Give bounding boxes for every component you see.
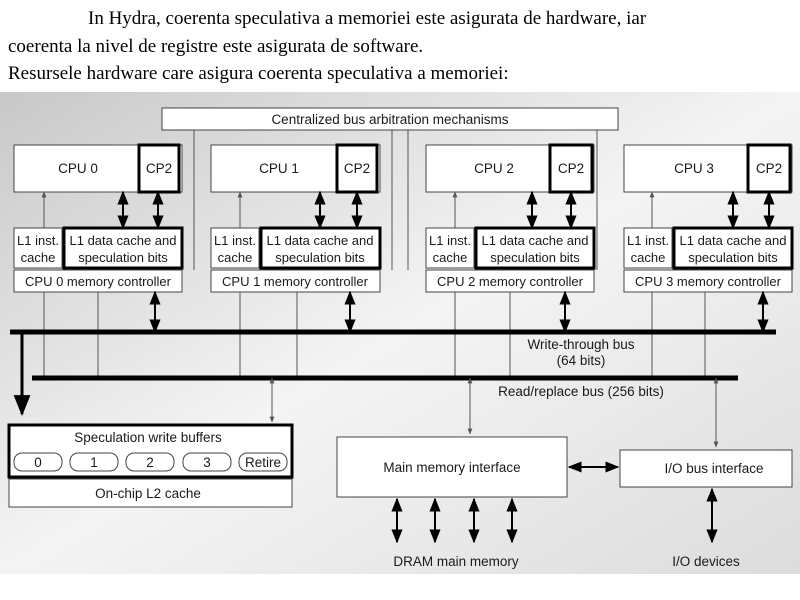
buffer-slot-1 [69,452,119,472]
io-bus-interface [619,449,793,488]
main-memory-interface [336,436,568,498]
cpu-3-label: CPU 3 [674,161,714,176]
arbitration-box [161,107,619,131]
cpu-3-l1-inst-label-1: L1 inst. [627,233,669,248]
cpu-3-l1-data-label-2: speculation bits [688,250,778,265]
cpu-1-cp2 [335,143,379,194]
buffer-slot-3 [182,452,232,472]
cpu-0-l1-inst-label-2: cache [21,250,56,265]
write-through-bus-label-1: Write-through bus [527,337,634,352]
cpu-1-group: CPU 1 CP2 L1 inst. cache L1 data cache a… [210,143,382,293]
cpu-0-l1-inst [13,227,63,269]
cpu-3-cp2 [746,143,792,194]
arbitration-wires [193,130,598,270]
cpu-0-group: CPU 0 CP2 L1 inst. cache L1 data cache a… [13,143,184,293]
intro-text: In Hydra, coerenta speculativa a memorie… [0,0,800,92]
main-memory-interface-label: Main memory interface [383,460,520,475]
cpu-2-memory-controller-label: CPU 2 memory controller [437,274,584,289]
controller-bus-wires [43,290,769,376]
cpu-2-l1-inst [425,227,475,269]
cpu-1-l1-inst [210,227,260,269]
cpu-3-l1-data-label-1: L1 data cache and [680,233,787,248]
cpu-1-l1-inst-label-2: cache [218,250,253,265]
buffer-slot-retire-label: Retire [245,455,281,470]
cpu-3-memory-controller [623,269,793,293]
io-devices-label: I/O devices [672,554,740,569]
cpu-2-l1-inst-label-1: L1 inst. [429,233,471,248]
l2-cache-label: On-chip L2 cache [95,486,201,501]
speculation-write-buffers-label: Speculation write buffers [74,430,222,445]
cpu-0-cp2-label: CP2 [146,161,172,176]
cpu-1-l1-data-label-2: speculation bits [275,250,365,265]
read-replace-bus-label: Read/replace bus (256 bits) [498,384,664,399]
buffer-slot-0 [13,452,63,472]
buffer-slot-2-label: 2 [146,455,154,470]
cpu-3-l1-inst [623,227,673,269]
cpu-2-group: CPU 2 CP2 L1 inst. cache L1 data cache a… [425,143,596,293]
arbitration-label: Centralized bus arbitration mechanisms [271,112,508,127]
io-bus-interface-label: I/O bus interface [664,461,763,476]
cpu-2-cp2-label: CP2 [558,161,584,176]
cpu-1-label: CPU 1 [259,161,299,176]
buffer-slot-2 [125,452,175,472]
intro-line-3: Resursele hardware care asigura coerenta… [8,63,509,84]
cpu-2-l1-data-label-2: speculation bits [490,250,580,265]
cpu-1-l1-data [259,226,382,270]
buffer-slot-1-label: 1 [90,455,98,470]
buffer-slot-0-label: 0 [34,455,42,470]
cpu-2-l1-data-label-1: L1 data cache and [482,233,589,248]
cpu-2-l1-data [474,226,596,270]
buffer-slot-3-label: 3 [203,455,211,470]
cpu-1-l1-inst-label-1: L1 inst. [214,233,256,248]
cpu-3-group: CPU 3 CP2 L1 inst. cache L1 data cache a… [623,143,794,293]
cpu-0-l1-data-label-1: L1 data cache and [70,233,177,248]
cpu-0-l1-inst-label-1: L1 inst. [17,233,59,248]
cpu-0-memory-controller-label: CPU 0 memory controller [25,274,172,289]
buffer-slot-retire [238,452,288,472]
cpu-0-l1-data-label-2: speculation bits [78,250,168,265]
cpu-3-memory-controller-label: CPU 3 memory controller [635,274,782,289]
cpu-0-l1-data [62,226,184,270]
dram-label: DRAM main memory [393,554,519,569]
cpu-1-memory-controller-label: CPU 1 memory controller [222,274,369,289]
cpu-3-l1-data [672,226,794,270]
cpu-2-l1-inst-label-2: cache [433,250,468,265]
cpu-2-cp2 [548,143,594,194]
intro-line-1: In Hydra, coerenta speculativa a memorie… [88,8,647,29]
cpu-3-l1-inst-label-2: cache [631,250,666,265]
write-through-bus-label-2: (64 bits) [557,353,606,368]
cpu-1-memory-controller [210,269,381,293]
cpu-3-cp2-label: CP2 [756,161,782,176]
intro-line-2: coerenta la nivel de registre este asigu… [8,36,424,57]
dram-wires [391,497,518,544]
cpu-2-label: CPU 2 [474,161,514,176]
hydra-architecture-diagram: Centralized bus arbitration mechanisms C… [0,92,800,574]
cpu-1-cp2-label: CP2 [344,161,370,176]
l2-cache-box [8,478,293,508]
cpu-1-l1-data-label-1: L1 data cache and [267,233,374,248]
buffer-slots: 0 1 2 3 Retire [13,452,288,472]
cpu-0-label: CPU 0 [58,161,98,176]
